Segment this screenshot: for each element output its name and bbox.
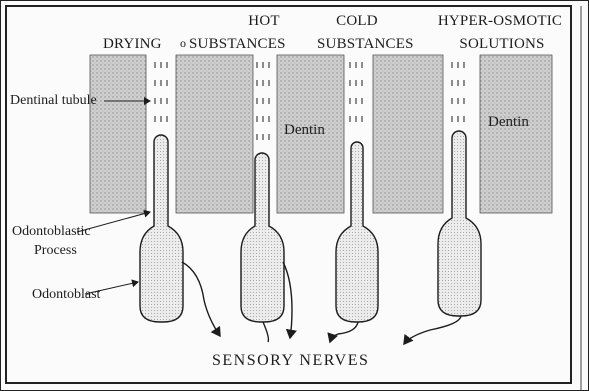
tubule-2-marks (257, 62, 269, 140)
nerve-fiber-2a (263, 322, 268, 342)
label-sensory-nerves: SENSORY NERVES (212, 353, 369, 369)
label-solutions: SOLUTIONS (459, 37, 544, 52)
label-drying: DRYING (103, 37, 162, 52)
label-cold: COLD (336, 14, 378, 29)
nerve-fiber-3 (330, 322, 358, 342)
label-dentinal-tubule: Dentinal tubule (10, 94, 97, 108)
dentin-block-4 (373, 55, 443, 213)
odontoblast-4 (438, 131, 481, 316)
label-cold-substances: SUBSTANCES (317, 37, 414, 52)
label-hyper-osmotic: HYPER-OSMOTIC (438, 14, 562, 29)
drying-separator-mark: o (180, 37, 186, 49)
label-dentin-1: Dentin (284, 123, 325, 138)
label-hot-substances: SUBSTANCES (189, 37, 286, 52)
label-hot: HOT (248, 14, 279, 29)
nerve-fiber-1 (182, 262, 220, 336)
dentin-block-2 (176, 55, 253, 213)
dentin-block-1 (90, 55, 146, 213)
tubule-1-marks (155, 62, 167, 122)
label-process: Process (34, 244, 77, 258)
label-dentin-2: Dentin (488, 115, 529, 130)
tubule-4-marks (452, 62, 464, 122)
label-odontoblastic: Odontoblastic (12, 225, 91, 239)
sensory-nerve-fibers (182, 262, 461, 344)
label-odontoblast: Odontoblast (32, 288, 100, 302)
dentin-block-5 (480, 55, 552, 213)
nerve-fiber-4 (404, 316, 461, 344)
tubule-3-marks (350, 62, 362, 122)
